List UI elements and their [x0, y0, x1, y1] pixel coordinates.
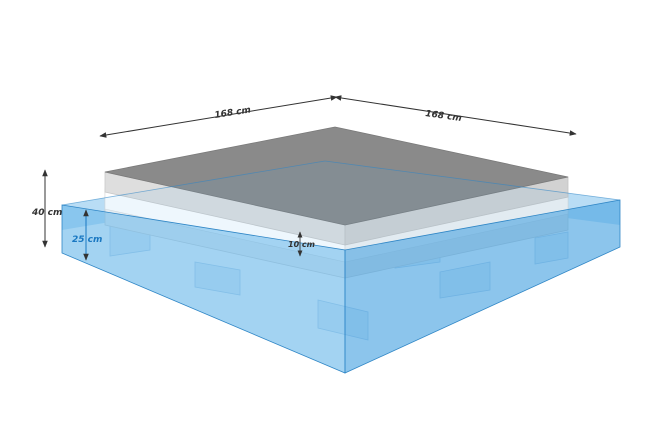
base-back-edge-right	[324, 160, 621, 201]
base-back-edge-left	[61, 160, 326, 206]
width-right-arrow	[334, 95, 577, 136]
width-left-arrow	[99, 95, 338, 138]
width-right-label: 168 cm	[425, 109, 463, 124]
total-height-label: 40 cm	[31, 208, 62, 218]
width-left-label: 168 cm	[214, 105, 252, 121]
base-height-label: 25 cm	[72, 235, 102, 245]
base-front-right-face	[344, 199, 621, 374]
base-top-rim	[62, 161, 620, 250]
top-surface	[104, 126, 569, 226]
top-layer-label: 10 cm	[288, 240, 315, 249]
